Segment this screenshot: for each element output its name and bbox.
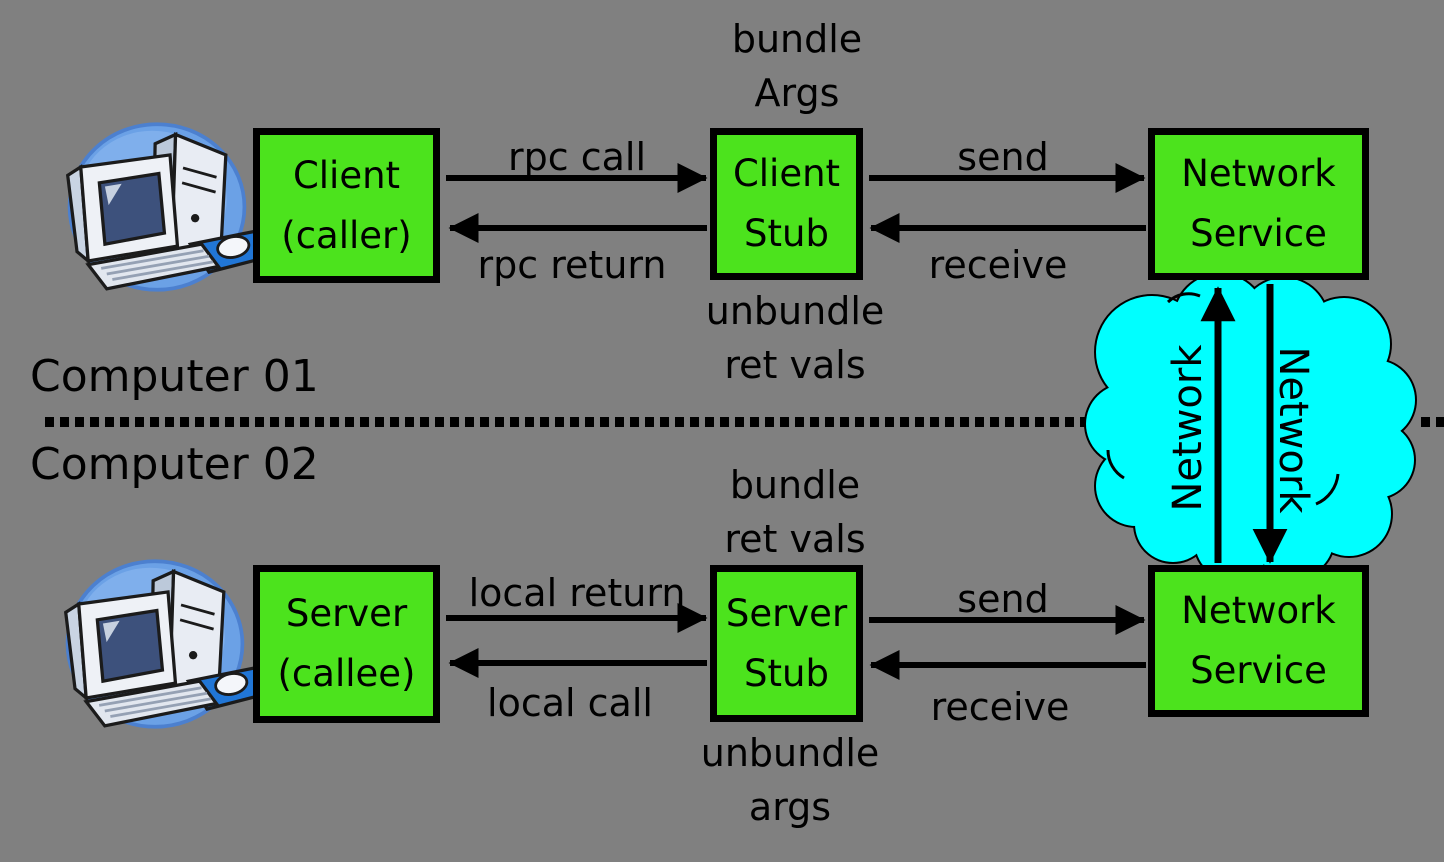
- client-stub-node: Client Stub: [710, 128, 863, 280]
- server-node-label-line2: (callee): [277, 652, 416, 695]
- unbundle-args-note: unbundle args: [700, 731, 880, 829]
- client-stub-label-line1: Client: [732, 152, 841, 195]
- unbundle-ret-vals-note: unbundle ret vals: [705, 289, 885, 387]
- server-computer-illustration: [63, 559, 275, 729]
- computer-02-label: Computer 02: [30, 439, 319, 490]
- receive-label-top: receive: [928, 243, 1068, 287]
- network-service-top-label-line1: Network: [1181, 152, 1336, 195]
- network-label-left: Network: [1165, 344, 1211, 512]
- network-service-node-top: Network Service: [1148, 128, 1369, 280]
- bundle-args-note: bundle Args: [731, 17, 863, 115]
- server-node: Server (callee): [253, 565, 440, 723]
- client-computer-illustration: [65, 122, 277, 292]
- send-label-top: send: [957, 135, 1049, 179]
- rpc-return-label: rpc return: [477, 243, 667, 287]
- bundle-ret-vals-note: bundle ret vals: [724, 463, 866, 561]
- network-label-right: Network: [1270, 346, 1316, 514]
- network-cloud: [1084, 272, 1417, 582]
- client-stub-label-line2: Stub: [744, 212, 829, 255]
- local-return-label: local return: [468, 571, 686, 615]
- network-service-top-label-line2: Service: [1190, 212, 1327, 255]
- server-stub-label-line2: Stub: [744, 651, 829, 695]
- server-stub-node: Server Stub: [710, 565, 863, 722]
- server-node-label-line1: Server: [285, 592, 408, 635]
- server-stub-label-line1: Server: [725, 591, 848, 635]
- client-node-label-line2: (caller): [281, 213, 412, 257]
- network-service-node-bottom: Network Service: [1148, 565, 1369, 717]
- rpc-call-label: rpc call: [507, 135, 647, 179]
- receive-label-bottom: receive: [930, 685, 1070, 729]
- network-service-bottom-label-line2: Service: [1190, 649, 1327, 692]
- send-label-bottom: send: [957, 577, 1049, 621]
- computer-01-label: Computer 01: [30, 351, 319, 402]
- client-node-label-line1: Client: [292, 153, 401, 197]
- client-node: Client (caller): [253, 128, 440, 283]
- local-call-label: local call: [487, 681, 653, 725]
- network-service-bottom-label-line1: Network: [1181, 589, 1336, 632]
